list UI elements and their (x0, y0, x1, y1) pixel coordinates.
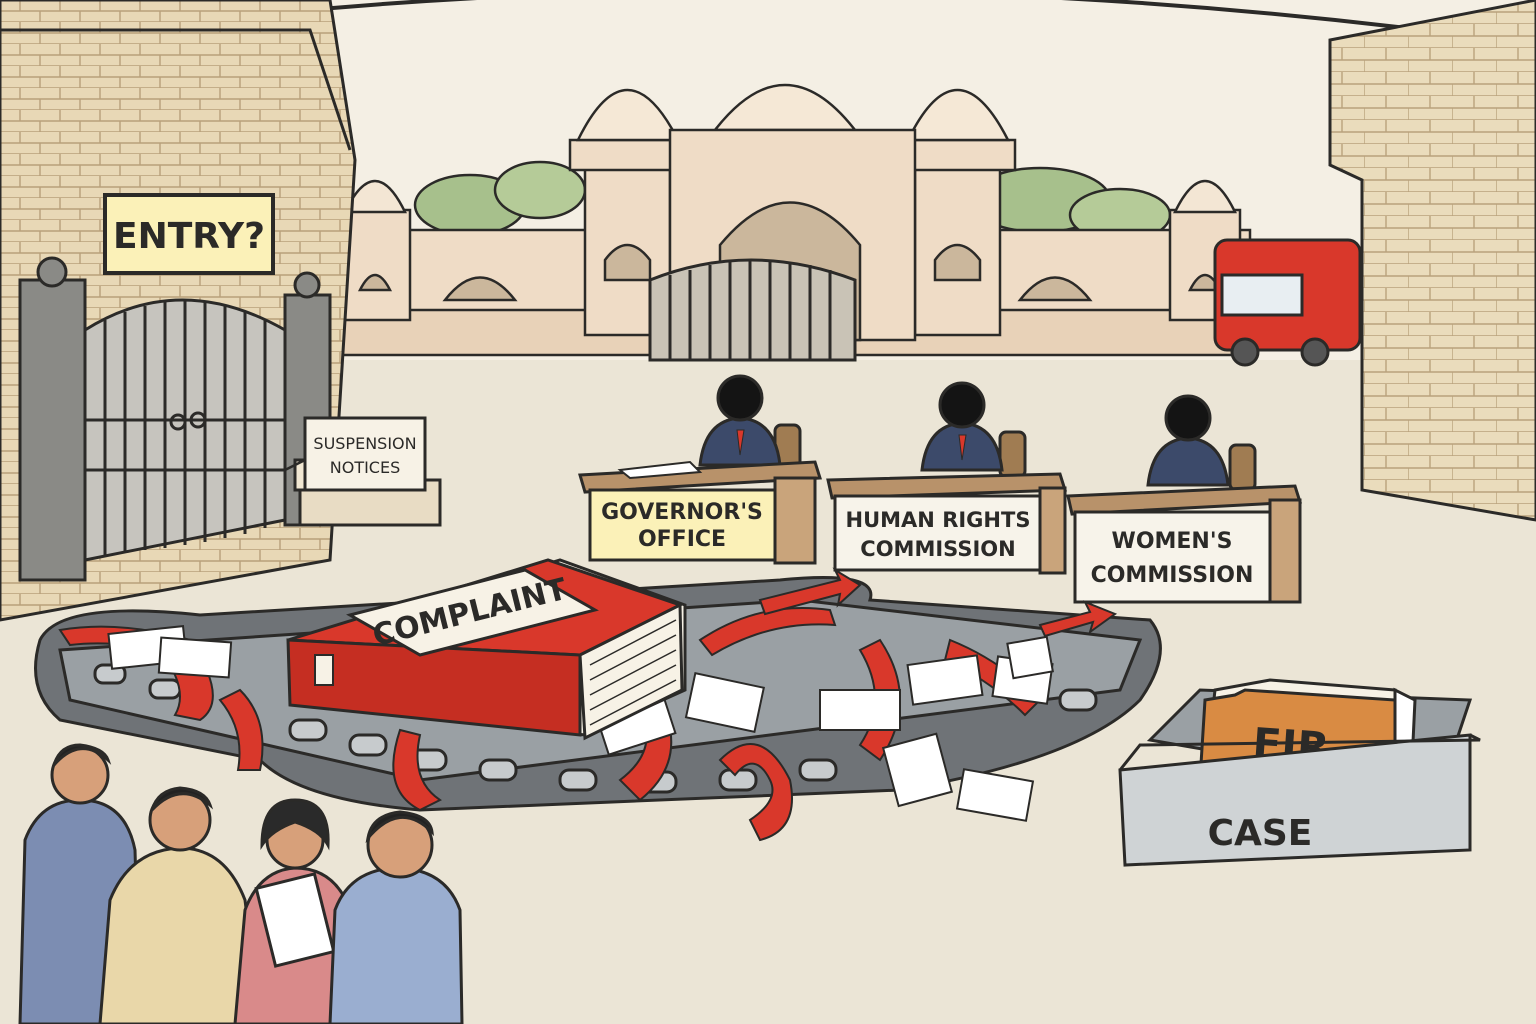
desk-womens-line2: COMMISSION (1091, 563, 1254, 588)
desk-womens-line1: WOMEN'S (1112, 529, 1233, 554)
desk-governors-office: GOVERNOR'S OFFICE (578, 460, 823, 565)
desk-governors-line1: GOVERNOR'S (601, 500, 763, 525)
case-tray: FIR CASE (1118, 678, 1481, 867)
desk-womens-commission: WOMEN'S COMMISSION (1066, 484, 1303, 604)
desk-human-rights-line1: HUMAN RIGHTS (846, 508, 1031, 532)
complaint-book: COMPLAINT (286, 558, 687, 741)
bus (1213, 238, 1362, 367)
suspension-notices-line2: NOTICES (330, 458, 401, 477)
desk-governors-line2: OFFICE (638, 527, 726, 552)
case-tray-label: CASE (1208, 813, 1313, 854)
palace (328, 83, 1252, 362)
right-wall (1328, 0, 1536, 522)
entry-sign-text: ENTRY? (113, 216, 265, 257)
suspension-notices-line1: SUSPENSION (313, 434, 416, 453)
desk-human-rights-commission: HUMAN RIGHTS COMMISSION (826, 472, 1068, 575)
entry-sign: ENTRY? (103, 193, 275, 275)
suspension-notices-box: SUSPENSION NOTICES (284, 416, 442, 527)
entry-gate (18, 256, 332, 582)
officials (698, 374, 1257, 492)
crowd (18, 743, 464, 1024)
desk-human-rights-line2: COMMISSION (860, 537, 1015, 561)
scattered-papers (107, 625, 1054, 822)
